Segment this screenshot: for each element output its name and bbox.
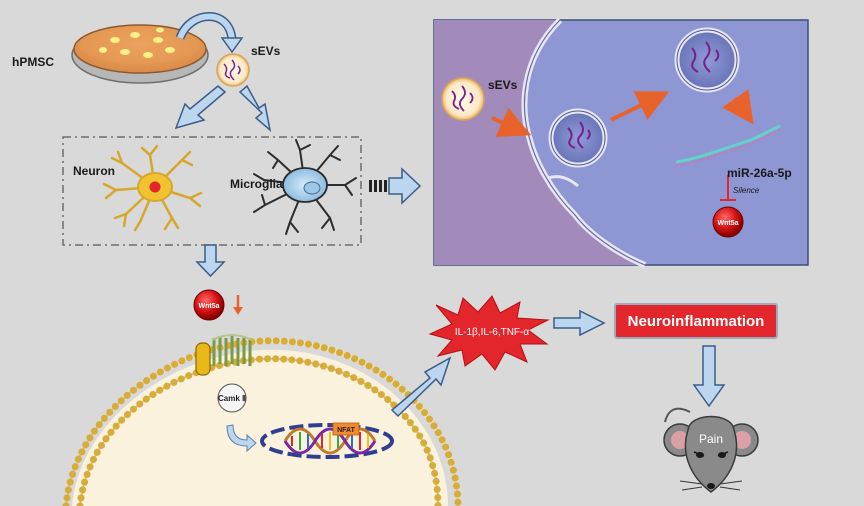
microglia-icon [253, 139, 357, 235]
mouse-icon [663, 407, 759, 493]
mirna-label: miR-26a-5p [727, 166, 792, 180]
camk-node [217, 383, 247, 413]
sevs-top-label: sEVs [251, 44, 281, 58]
neuron-icon [102, 144, 203, 232]
silence-label: Silence [733, 186, 760, 195]
pain-label: Pain [699, 432, 723, 446]
neuroinflammation-label: Neuroinflammation [627, 312, 765, 330]
split-arrows-icon [174, 84, 272, 132]
cytokines-label: IL-1β,IL-6,TNF-α [455, 327, 530, 338]
curved-small-arrow-icon [226, 424, 257, 453]
to-pain-arrow-icon [692, 345, 726, 408]
curved-arrow-icon [175, 12, 244, 54]
dna-nucleus-icon [260, 422, 394, 459]
hpmsc-label: hPMSC [12, 55, 54, 69]
sev-vesicle-top [216, 53, 250, 87]
neuroinflammation-box: Neuroinflammation [614, 303, 778, 339]
wnt5a-ball-icon [193, 289, 225, 321]
endocytosis-panel [433, 17, 809, 268]
cell-types-box [62, 136, 362, 246]
microglia-label: Microglia [230, 177, 283, 191]
to-neuroinflammation-arrow-icon [553, 309, 606, 337]
diagonal-arrow-icon [390, 356, 452, 418]
sevs-panel-label: sEVs [488, 78, 518, 92]
nfat-label: NFAT [337, 427, 355, 434]
down-arrow-icon [195, 244, 226, 278]
decrease-arrow-icon [233, 295, 243, 315]
to-panel-arrow-icon [369, 167, 422, 205]
cytokine-burst-icon [428, 295, 550, 371]
wnt5a-panel-label: Wnt5a [718, 220, 739, 227]
neuron-label: Neuron [73, 164, 115, 178]
cell-membrane [62, 337, 462, 506]
receptor-icon [195, 334, 253, 376]
petri-dish [71, 24, 209, 84]
wnt5a-label: Wnt5a [199, 303, 220, 310]
camk-label: Camk Ⅱ [218, 394, 246, 403]
